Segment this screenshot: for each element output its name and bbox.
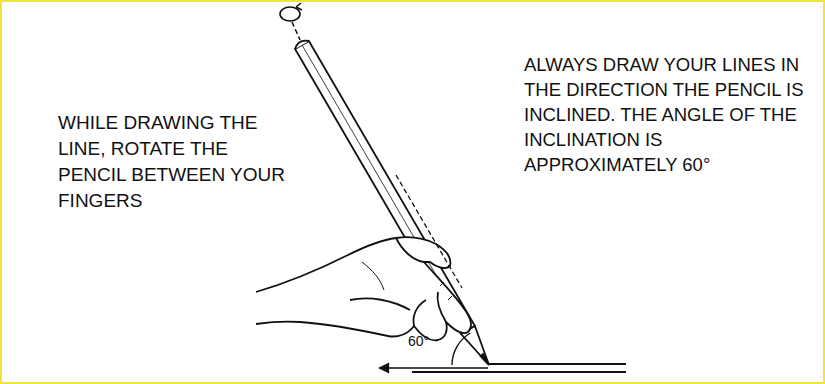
drawn-line [489, 363, 626, 365]
instruction-note: WHILE DRAWING THE LINE, ROTATE THE PENCI… [58, 110, 290, 214]
drawn-line [412, 371, 626, 373]
rotation-symbol [280, 3, 302, 21]
direction-arrow [388, 367, 488, 369]
angle-arc [452, 333, 470, 365]
axis-line [292, 22, 300, 40]
instruction-note: ALWAYS DRAW YOUR LINES IN THE DIRECTION … [524, 52, 818, 177]
hand [256, 237, 471, 340]
angle-label: 60° [408, 333, 448, 349]
axis-line [396, 175, 462, 288]
